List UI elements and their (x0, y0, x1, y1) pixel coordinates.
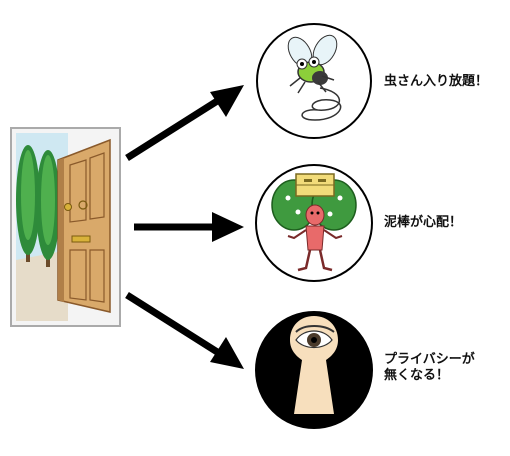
open-door-icon (10, 127, 121, 327)
fly-circle (256, 23, 372, 139)
thief-circle (255, 164, 373, 282)
outcome-label-insects: 虫さん入り放題！ (384, 74, 489, 89)
arrow-down-right (125, 292, 244, 369)
fly-icon (287, 34, 342, 121)
outcome-label-privacy-line2: 無くなる！ (384, 368, 450, 383)
tree-icon (36, 150, 60, 267)
outcome-label-privacy: プライバシーが 無くなる！ (384, 352, 475, 384)
outcome-label-thief: 泥棒が心配！ (384, 215, 463, 230)
keyhole-circle (255, 311, 373, 429)
keyhole-eye-icon (290, 316, 338, 414)
outcome-label-privacy-line1: プライバシーが (384, 352, 475, 367)
arrow-up-right (125, 85, 244, 161)
arrow-right (134, 212, 244, 242)
tree-icon (16, 145, 40, 262)
thief-icon (271, 173, 357, 272)
